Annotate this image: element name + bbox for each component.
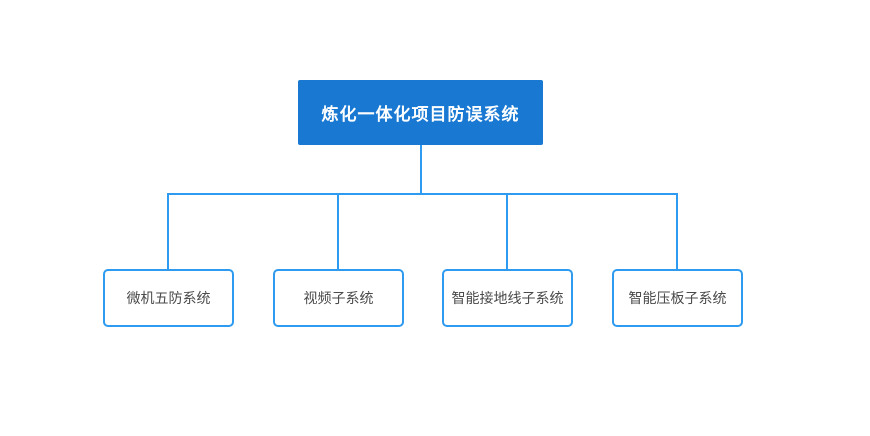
connector-horizontal-bus — [167, 193, 678, 195]
node-child-pressplate[interactable]: 智能压板子系统 — [612, 269, 743, 327]
node-child-label: 智能压板子系统 — [628, 290, 727, 306]
node-child-label: 微机五防系统 — [126, 290, 211, 306]
connector-drop-child-3 — [506, 193, 508, 269]
node-child-video[interactable]: 视频子系统 — [273, 269, 404, 327]
node-root-label: 炼化一体化项目防误系统 — [321, 105, 520, 124]
connector-drop-child-4 — [676, 193, 678, 269]
node-child-wjwf[interactable]: 微机五防系统 — [103, 269, 234, 327]
node-root[interactable]: 炼化一体化项目防误系统 — [298, 80, 543, 145]
node-child-label: 智能接地线子系统 — [451, 290, 564, 306]
node-child-grounding[interactable]: 智能接地线子系统 — [442, 269, 573, 327]
connector-root-stem — [420, 145, 422, 194]
connector-drop-child-2 — [337, 193, 339, 269]
connector-drop-child-1 — [167, 193, 169, 269]
node-child-label: 视频子系统 — [303, 290, 374, 306]
